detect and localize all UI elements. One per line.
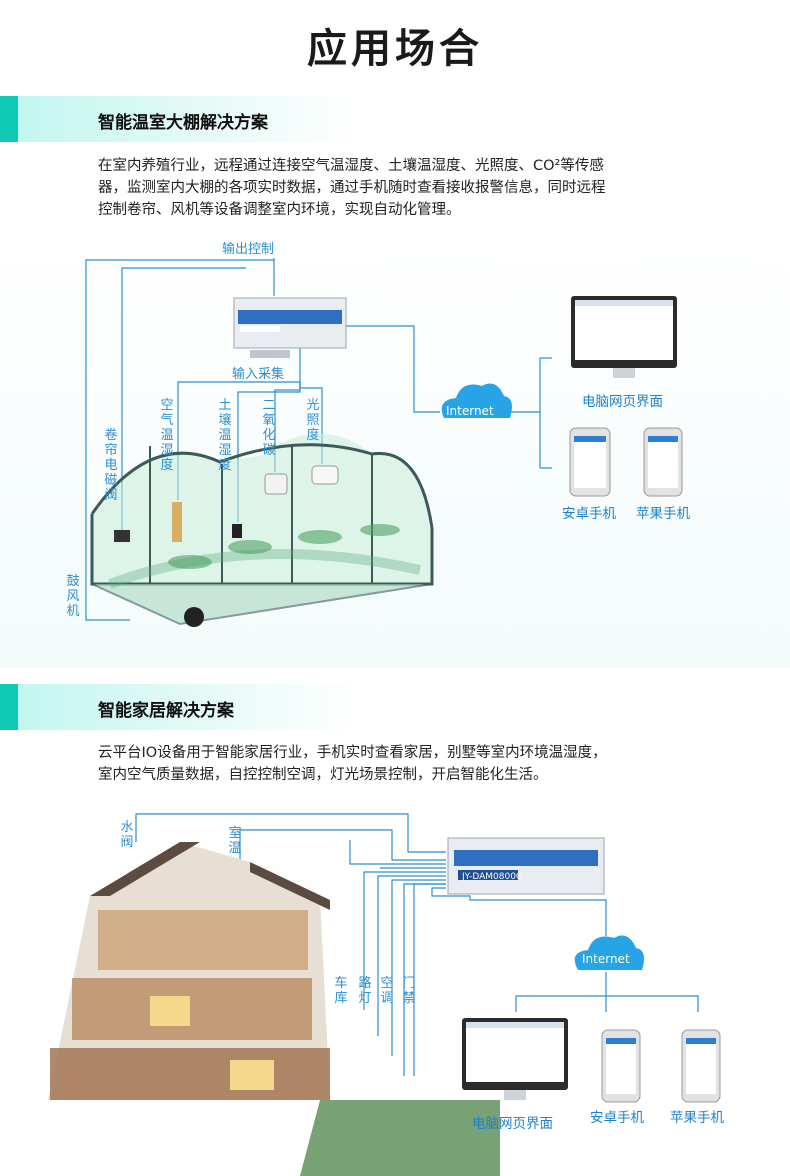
greenhouse-line-1: 在室内养殖行业，远程通过连接空气温湿度、土壤温湿度、光照度、CO²等传感 <box>98 158 604 174</box>
section-accent <box>0 684 18 730</box>
internet-label-1: Internet <box>446 404 494 418</box>
water-valve-label: 水阀 <box>120 820 134 850</box>
section-accent <box>0 96 18 142</box>
internet-cloud-1 <box>441 383 512 418</box>
android-phone-1 <box>569 427 611 497</box>
smarthome-line-1: 云平台IO设备用于智能家居行业，手机实时查看家居，别墅等室内环境温湿度， <box>98 745 607 761</box>
smarthome-diagram: 水阀 室温 车库 路灯 空调 门禁 JY-DAM0800C Internet 电… <box>0 800 790 1176</box>
room-temp-label: 室温 <box>228 826 242 856</box>
garage-label: 车库 <box>334 976 348 1006</box>
internet-cloud-2 <box>574 935 644 970</box>
android-phone-2 <box>601 1029 641 1103</box>
greenhouse-line-3: 控制卷帘、风机等设备调整室内环境，实现自动化管理。 <box>98 202 461 218</box>
apple-phone-1 <box>643 427 683 497</box>
soil-temp-humidity-label: 土壤温湿度 <box>218 398 232 473</box>
section-title-smarthome: 智能家居解决方案 <box>98 701 234 721</box>
pc-monitor-2 <box>462 1018 568 1100</box>
air-temp-humidity-label: 空气温湿度 <box>160 398 174 473</box>
villa-house <box>48 842 500 1176</box>
internet-label-2: Internet <box>582 952 630 966</box>
smarthome-line-2: 室内空气质量数据，自控控制空调，灯光场景控制，开启智能化生活。 <box>98 767 548 783</box>
section-title-greenhouse: 智能温室大棚解决方案 <box>98 113 268 133</box>
co2-label: 二氧化碳 <box>262 398 276 458</box>
smarthome-description: 云平台IO设备用于智能家居行业，手机实时查看家居，别墅等室内环境温湿度， 室内空… <box>98 742 698 786</box>
curtain-valve-label: 卷帘电磁阀 <box>104 428 118 503</box>
input-collect-label: 输入采集 <box>232 367 285 382</box>
device-model-label: JY-DAM0800C <box>462 872 523 882</box>
ac-label: 空调 <box>380 976 394 1006</box>
greenhouse-description: 在室内养殖行业，远程通过连接空气温湿度、土壤温湿度、光照度、CO²等传感 器，监… <box>98 155 698 221</box>
apple-phone-2 <box>681 1029 721 1103</box>
pc-caption-2: 电脑网页界面 <box>472 1116 553 1132</box>
section-header-smarthome: 智能家居解决方案 <box>0 684 360 730</box>
road-light-label: 路灯 <box>358 976 372 1006</box>
android-caption-2: 安卓手机 <box>590 1110 644 1126</box>
light-label: 光照度 <box>306 398 320 443</box>
door-access-label: 门禁 <box>402 976 416 1006</box>
controller-device-1 <box>233 297 347 358</box>
greenhouse-diagram: 输出控制 输入采集 空气温湿度 土壤温湿度 二氧化碳 光照度 卷帘电磁阀 鼓风机… <box>0 232 790 668</box>
android-caption-1: 安卓手机 <box>562 506 616 522</box>
section-header-greenhouse: 智能温室大棚解决方案 <box>0 96 360 142</box>
greenhouse-structure <box>90 433 434 627</box>
apple-caption-2: 苹果手机 <box>670 1110 724 1126</box>
controller-device-2 <box>447 837 605 895</box>
output-control-label: 输出控制 <box>222 242 275 257</box>
pc-monitor-1 <box>571 296 677 378</box>
page-title: 应用场合 <box>307 26 483 72</box>
greenhouse-line-2: 器，监测室内大棚的各项实时数据，通过手机随时查看接收报警信息，同时远程 <box>98 180 606 196</box>
fan-label: 鼓风机 <box>66 574 80 619</box>
pc-caption-1: 电脑网页界面 <box>582 394 663 410</box>
apple-caption-1: 苹果手机 <box>636 506 690 522</box>
